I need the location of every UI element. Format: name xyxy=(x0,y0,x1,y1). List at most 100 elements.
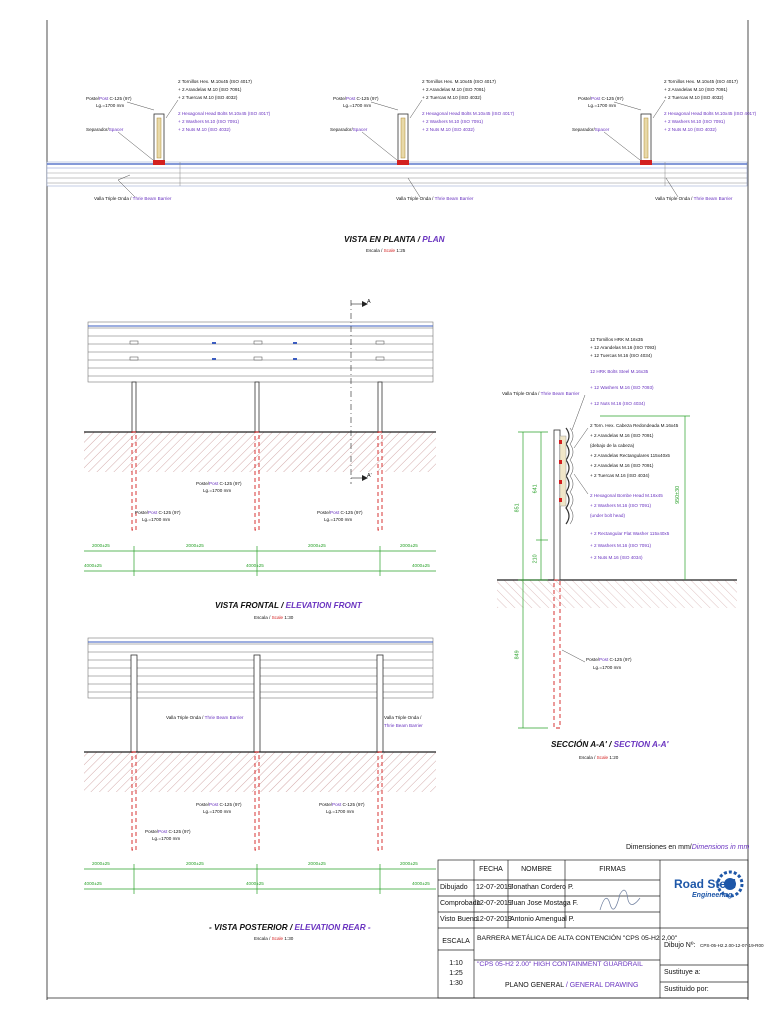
rear-barrier-label-right-es: Valla Triple Onda / xyxy=(384,715,422,720)
section-mid-es-f: + 2 Tuercas M.16 (ISO 4034) xyxy=(590,473,650,478)
plan-bolts-es-2-a: 2 Tornillos Hex. M.10x45 (ISO 4017) xyxy=(422,79,496,84)
section-a-a xyxy=(497,394,737,729)
front-post-label-2: Poste/Post C-125 (97) xyxy=(196,481,242,486)
plan-post-label-3: Poste/Post C-125 (97) xyxy=(578,96,624,101)
section-mark-a-top: A xyxy=(367,299,371,305)
plan-barrier-label-2: Valla Triple Onda / Thrie Beam Barrier xyxy=(396,196,474,201)
section-top-en-c: + 12 Nuts M.16 (ISO 4034) xyxy=(590,401,646,406)
plan-bolts-en-2-b: + 2 Washers M.10 (ISO 7091) xyxy=(422,119,483,124)
front-post-length-2: Lg.=1700 mm xyxy=(203,488,232,493)
company-logo xyxy=(716,870,744,898)
front-dim-bottom-2: 4000±25 xyxy=(246,563,264,568)
plan-bolts-es-1-b: + 2 Arandelas M.10 (ISO 7091) xyxy=(178,87,242,92)
section-post-label: Poste/Post C-125 (97) xyxy=(586,657,632,662)
rear-elevation xyxy=(84,637,436,894)
plan-barrier-label-3: Valla Triple Onda / Thrie Beam Barrier xyxy=(655,196,733,201)
plan-bolts-es-1-a: 2 Tornillos Hex. M.10x45 (ISO 4017) xyxy=(178,79,252,84)
plan-post-length-3: Lg.=1700 mm xyxy=(588,103,617,108)
tb-plan: PLANO GENERAL / GENERAL DRAWING xyxy=(505,982,639,989)
section-top-en-a: 12 HRK Bolts Steel M.16x35 xyxy=(590,369,649,374)
plan-post-label-1: Poste/Post C-125 (97) xyxy=(86,96,132,101)
tb-drawing-no: CPS-05-H2.2.00-12-07-19-R00 xyxy=(700,943,764,948)
section-top-es-c: + 12 Tuercas M.16 (ISO 4034) xyxy=(590,353,652,358)
plan-post-length-2: Lg.=1700 mm xyxy=(343,103,372,108)
plan-bolts-es-3-c: + 2 Tuercas M.10 (ISO 4032) xyxy=(664,95,724,100)
tb-sustituye: Sustituye a: xyxy=(664,969,701,976)
plan-bolts-en-1-c: + 2 Nuts M.10 (ISO 4032) xyxy=(178,127,231,132)
plan-bolts-en-3-b: + 2 Washers M.10 (ISO 7091) xyxy=(664,119,725,124)
signature xyxy=(599,889,641,911)
logo-text: Road Steel Engineering xyxy=(662,866,748,908)
tb-header-firmas: FIRMAS xyxy=(599,866,626,873)
rear-dim-top-4: 2000±25 xyxy=(400,861,418,866)
section-mid-es-e: + 2 Arandelas M.16 (ISO 7091) xyxy=(590,463,654,468)
tb-date-2: 12-07-2019 xyxy=(476,900,512,907)
plan-bolts-es-1-c: + 2 Tuercas M.10 (ISO 4032) xyxy=(178,95,238,100)
tb-date-1: 12-07-2019 xyxy=(476,884,512,891)
tb-name-2: Juan Jose Mostaga F. xyxy=(510,900,579,907)
rear-post-label-3: Poste/Post C-125 (97) xyxy=(319,802,365,807)
section-mid-en-c: (under bolt head) xyxy=(590,513,625,518)
plan-scale: Escala / Scale 1:25 xyxy=(366,248,406,253)
front-post-length-1: Lg.=1700 mm xyxy=(142,517,171,522)
plan-view xyxy=(46,99,748,198)
section-barrier-label: Valla Triple Onda / Thrie Beam Barrier xyxy=(502,391,580,396)
front-dim-bottom-1: 4000±25 xyxy=(84,563,102,568)
rear-dim-top-1: 2000±25 xyxy=(92,861,110,866)
plan-bolts-en-2-c: + 2 Nuts M.10 (ISO 4032) xyxy=(422,127,475,132)
tb-project-en: "CPS 05-H2 2.00" HIGH CONTAINMENT GUARDR… xyxy=(477,961,643,968)
front-dim-top-4: 2000±25 xyxy=(400,543,418,548)
plan-bolts-en-3-a: 2 Hexagonal Head Bolts M.10x45 (ISO 4017… xyxy=(664,111,757,116)
rear-dim-bottom-2: 4000±25 xyxy=(246,881,264,886)
tb-scale-1: 1:10 xyxy=(449,960,463,967)
section-mid-en-b: + 2 Washers M.16 (ISO 7091) xyxy=(590,503,651,508)
front-post-label-3: Poste/Post C-125 (97) xyxy=(317,510,363,515)
section-mid-es-d: + 2 Arandelas Rectangulares 115x40x5 xyxy=(590,453,670,458)
rear-dim-top-3: 2000±25 xyxy=(308,861,326,866)
tb-header-nombre: NOMBRE xyxy=(521,866,552,873)
dimensions-note: Dimensiones en mm/Dimensions in mm xyxy=(626,844,750,851)
tb-role-1: Dibujado xyxy=(440,884,468,891)
front-scale: Escala / Scale 1:30 xyxy=(254,615,294,620)
rear-dim-top-2: 2000±25 xyxy=(186,861,204,866)
plan-bolts-es-2-b: + 2 Arandelas M.10 (ISO 7091) xyxy=(422,87,486,92)
section-mid-es-a: 2 Torn. Hex. Cabeza Redondeada M.16x45 xyxy=(590,423,679,428)
plan-bolts-es-3-b: + 2 Arandelas M.10 (ISO 7091) xyxy=(664,87,728,92)
plan-bolts-es-3-a: 2 Tornillos Hex. M.10x45 (ISO 4017) xyxy=(664,79,738,84)
plan-spacer-label-3: Separador/Spacer xyxy=(572,127,610,132)
tb-date-3: 12-07-2019 xyxy=(476,916,512,923)
tb-sustituido: Sustituido por: xyxy=(664,986,709,993)
tb-header-fecha: FECHA xyxy=(479,866,503,873)
front-elevation xyxy=(84,300,436,576)
tb-drawing-no-label: Dibujo Nº: xyxy=(664,942,696,949)
rear-post-length-2: Lg.=1700 mm xyxy=(203,809,232,814)
plan-bolts-en-1-b: + 2 Washers M.10 (ISO 7091) xyxy=(178,119,239,124)
rear-dim-bottom-3: 4000±25 xyxy=(412,881,430,886)
section-dim-210: 210 xyxy=(532,554,539,564)
section-dim-950: 950±30 xyxy=(675,485,682,504)
section-dim-849: 849 xyxy=(514,650,521,660)
front-post-length-3: Lg.=1700 mm xyxy=(324,517,353,522)
tb-project-es: BARRERA METÁLICA DE ALTA CONTENCIÓN "CPS… xyxy=(477,935,678,942)
front-dim-top-2: 2000±25 xyxy=(186,543,204,548)
section-mark-a-bottom: A' xyxy=(367,473,372,479)
front-title: VISTA FRONTAL / ELEVATION FRONT xyxy=(215,601,362,610)
plan-post-1 xyxy=(153,113,165,165)
front-dim-top-1: 2000±25 xyxy=(92,543,110,548)
rear-dim-bottom-1: 4000±25 xyxy=(84,881,102,886)
logo-line-2: Engineering xyxy=(692,892,733,899)
plan-post-length-1: Lg.=1700 mm xyxy=(96,103,125,108)
logo-line-1: Road Steel xyxy=(674,877,737,891)
plan-bolts-en-1-a: 2 Hexagonal Head Bolts M.10x45 (ISO 4017… xyxy=(178,111,271,116)
section-dim-851: 851 xyxy=(514,503,521,513)
tb-name-3: Antonio Amengual P. xyxy=(510,916,575,923)
rear-post-label-2: Poste/Post C-125 (97) xyxy=(196,802,242,807)
rear-barrier-label-left: Valla Triple Onda / Thrie Beam Barrier xyxy=(166,715,244,720)
tb-scale-3: 1:30 xyxy=(449,980,463,987)
section-top-es-a: 12 Tornillos HRK M.16x35 xyxy=(590,337,644,342)
section-mid-en-e: + 2 Washers M.16 (ISO 7091) xyxy=(590,543,651,548)
plan-post-2 xyxy=(397,113,409,165)
section-top-es-b: + 12 Arandelas M.16 (ISO 7093) xyxy=(590,345,657,350)
section-top-en-b: + 12 Washers M.16 (ISO 7093) xyxy=(590,385,654,390)
